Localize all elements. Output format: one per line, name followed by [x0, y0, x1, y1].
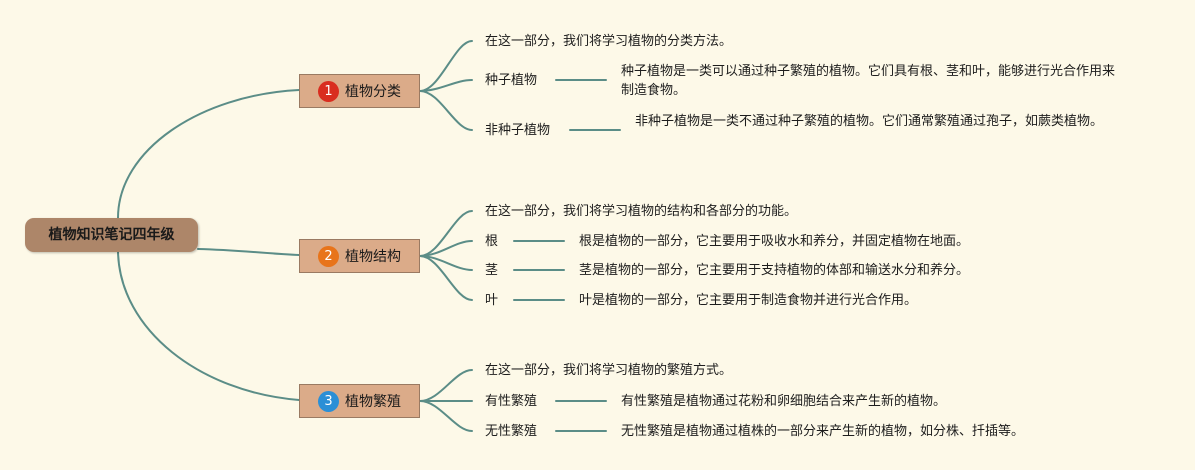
- number-badge-3: 3: [318, 390, 339, 412]
- branch-title: 植物结构: [345, 249, 401, 265]
- branch-2-desc-2: 茎是植物的一部分，它主要用于支持植物的体部和输送水分和养分。: [579, 263, 970, 278]
- root-topic[interactable]: 植物知识笔记四年级: [25, 218, 198, 252]
- branch-1-desc-2: 非种子植物是一类不通过种子繁殖的植物。它们通常繁殖通过孢子，如蕨类植物。: [635, 114, 1104, 129]
- branch-2-term-2: 茎: [485, 263, 499, 278]
- branch-3-term-2: 无性繁殖: [485, 424, 538, 439]
- branch-3-desc-2: 无性繁殖是植物通过植株的一部分来产生新的植物，如分株、扦插等。: [621, 424, 1025, 439]
- root-title: 植物知识笔记四年级: [48, 227, 175, 243]
- root-to-branch-2-line: [197, 248, 300, 256]
- branch-2-desc-3: 叶是植物的一部分，它主要用于制造食物并进行光合作用。: [579, 293, 918, 308]
- branch-2-term-1: 根: [485, 234, 499, 249]
- branch-2-desc-1: 根是植物的一部分，它主要用于吸收水和养分，并固定植物在地面。: [579, 234, 970, 249]
- branch-1-desc-1: 种子植物是一类可以通过种子繁殖的植物。它们具有根、茎和叶，能够进行光合作用来制造…: [621, 64, 1116, 98]
- branch-title: 植物繁殖: [345, 394, 401, 410]
- branch-reproduction[interactable]: 3 植物繁殖: [299, 384, 420, 418]
- branch-3-term-1: 有性繁殖: [485, 394, 538, 409]
- branch-1-intro: 在这一部分，我们将学习植物的分类方法。: [485, 34, 733, 49]
- branch-3-link-intro: [419, 369, 473, 402]
- root-to-branch-1-line: [117, 89, 300, 219]
- branch-title: 植物分类: [345, 84, 401, 100]
- branch-1-term-1: 种子植物: [485, 73, 538, 88]
- branch-classification[interactable]: 1 植物分类: [299, 74, 420, 108]
- branch-2-intro: 在这一部分，我们将学习植物的结构和各部分的功能。: [485, 204, 798, 219]
- branch-1-term-2: 非种子植物: [485, 123, 551, 138]
- branch-structure[interactable]: 2 植物结构: [299, 239, 420, 273]
- branch-3-link-item-2: [419, 400, 473, 432]
- branch-1-link-item-1: [419, 79, 473, 92]
- branch-3-desc-1: 有性繁殖是植物通过花粉和卵细胞结合来产生新的植物。: [621, 394, 947, 409]
- branch-2-link-item-3: [419, 255, 473, 301]
- root-to-branch-3-line: [117, 251, 300, 401]
- branch-1-link-intro: [419, 40, 473, 92]
- number-badge-1: 1: [318, 80, 339, 102]
- branch-3-intro: 在这一部分，我们将学习植物的繁殖方式。: [485, 363, 733, 378]
- branch-1-link-item-2: [419, 90, 473, 131]
- number-badge-2: 2: [318, 245, 339, 267]
- branch-2-term-3: 叶: [485, 293, 499, 308]
